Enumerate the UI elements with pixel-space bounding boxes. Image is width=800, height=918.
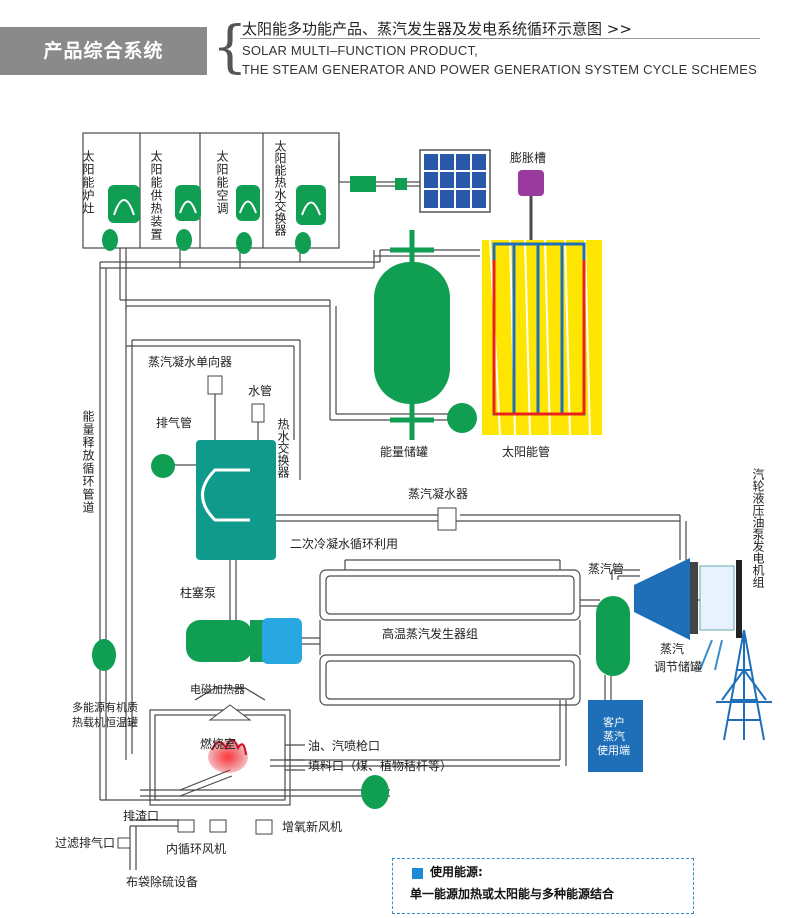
power-tower: [716, 629, 772, 741]
expansion-tank: [518, 170, 544, 245]
label-customer-steam-2: 蒸汽: [603, 729, 625, 743]
internal-circulation-fan: [177, 819, 227, 833]
label-solar-stove: 太阳能炉灶: [81, 149, 95, 215]
brace-decoration: {: [212, 15, 248, 80]
steam-regulating-tank: [596, 596, 630, 676]
solar-tube-array: [482, 239, 602, 436]
header-tag: 产品综合系统: [0, 27, 207, 75]
label-expansion-tank: 膨胀槽: [510, 151, 546, 165]
steam-condenser-box: [437, 507, 457, 531]
label-customer-steam-1: 客户: [603, 715, 625, 729]
furnace: [194, 687, 266, 773]
page-title: 太阳能多功能产品、蒸汽发生器及发电系统循环示意图 >>: [242, 20, 632, 38]
solar-ac: [236, 185, 260, 254]
legend-text: 单一能源加热或太阳能与多种能源结合: [410, 887, 615, 901]
turbine: [634, 558, 742, 671]
solar-heating-device: [175, 185, 201, 251]
label-solar-ac: 太阳能空调: [215, 149, 229, 215]
page-subtitle-line2: THE STEAM GENERATOR AND POWER GENERATION…: [242, 62, 757, 77]
label-steam-regulating-tank-1: 蒸汽: [660, 641, 684, 656]
label-solar-heating: 太阳能供热装置: [149, 149, 163, 241]
label-solar-tubes: 太阳能管: [502, 444, 550, 459]
label-feed-port: 填料口（煤、植物秸杆等）: [308, 758, 452, 773]
label-multi-energy-tank-2: 热载机恒温罐: [72, 715, 138, 729]
label-internal-circulation-fan: 内循环风机: [166, 842, 226, 856]
label-exhaust-pipe: 排气管: [156, 415, 192, 430]
label-slag-outlet: 排渣口: [123, 809, 159, 823]
title-divider: [240, 38, 760, 39]
label-high-temp-steam-generator: 高温蒸汽发生器组: [382, 626, 478, 641]
hot-water-exchanger: [151, 440, 276, 560]
label-oxygen-fan: 增氧新风机: [282, 819, 342, 834]
label-plunger-pump: 柱塞泵: [180, 585, 216, 600]
label-steam-regulating-tank-2: 调节储罐: [654, 659, 702, 674]
panel-connector: [350, 176, 376, 192]
label-oil-gas-nozzle: 油、汽喷枪口: [308, 738, 380, 753]
label-filtered-exhaust: 过滤排气口: [55, 835, 115, 850]
label-customer-steam-3: 使用端: [597, 744, 630, 757]
solar-hot-water-exchanger: [295, 185, 326, 254]
label-electromagnetic-heater: 电磁加热器: [190, 683, 245, 696]
label-multi-energy-tank-1: 多能源有机质: [72, 700, 138, 714]
check-valve-box: [207, 375, 223, 395]
legend-marker-icon: [412, 868, 423, 879]
appliance-frame: [82, 132, 340, 249]
solar-panel: [419, 149, 491, 213]
label-secondary-condensate: 二次冷凝水循环利用: [290, 536, 398, 551]
page-subtitle-line1: SOLAR MULTI–FUNCTION PRODUCT,: [242, 43, 478, 58]
label-bag-desulfurization: 布袋除硫设备: [126, 874, 198, 889]
energy-storage-tank: [374, 230, 477, 440]
label-combustion-chamber: 燃烧室: [200, 736, 236, 751]
label-energy-release-loop: 能量释放循环管道: [81, 410, 95, 514]
legend-title: 使用能源:: [430, 865, 483, 879]
filtered-exhaust-port: [117, 837, 131, 849]
label-steam-pipe: 蒸汽管: [588, 561, 624, 576]
label-energy-storage-tank: 能量储罐: [380, 444, 428, 459]
customer-steam-box: [588, 700, 643, 772]
label-steam-condensate-check-valve: 蒸汽凝水单向器: [148, 354, 232, 369]
pipe-network: [82, 132, 700, 870]
water-pipe-box: [251, 403, 265, 423]
oxygen-fan: [255, 819, 273, 835]
label-turbine-generator: 汽轮液压油泵发电机组: [751, 467, 765, 588]
label-steam-condenser: 蒸汽凝水器: [408, 486, 468, 501]
legend-box: [392, 858, 694, 914]
solar-stove: [102, 185, 140, 251]
plunger-pump: [186, 618, 302, 664]
label-hot-water-exchanger: 热水交换器: [276, 418, 290, 479]
label-water-pipe: 水管: [248, 383, 272, 398]
circulation-pump-left: [92, 639, 116, 671]
label-solar-hot-water-exchanger: 太阳能热水交换器: [273, 139, 287, 237]
panel-connector-small: [395, 178, 407, 190]
bottom-circulation-pump: [361, 775, 389, 809]
